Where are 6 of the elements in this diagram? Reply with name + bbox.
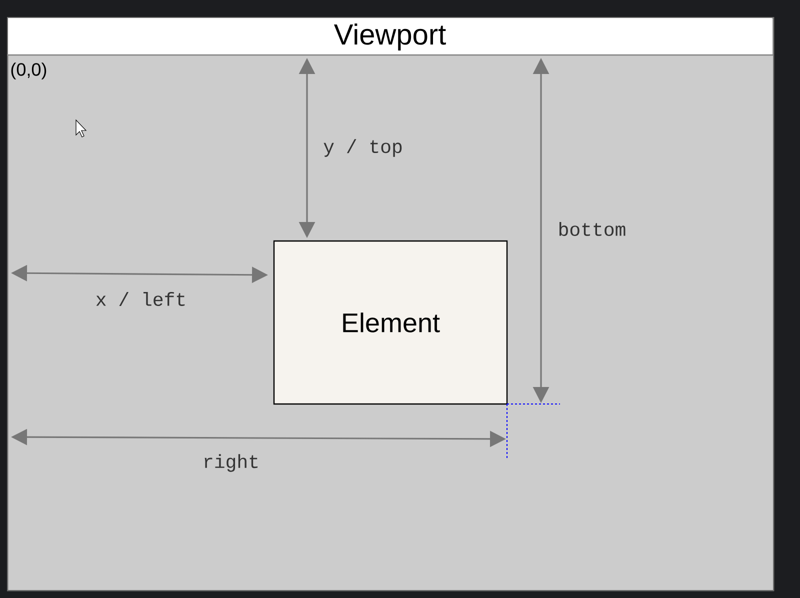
dimension-label: x / left	[96, 292, 185, 306]
dimension-label: right	[204, 454, 258, 472]
origin-label: (0,0)	[11, 62, 46, 80]
dimension-label: bottom	[559, 222, 626, 236]
element-box: Element	[273, 240, 508, 405]
dimension-label: y / top	[324, 139, 402, 157]
